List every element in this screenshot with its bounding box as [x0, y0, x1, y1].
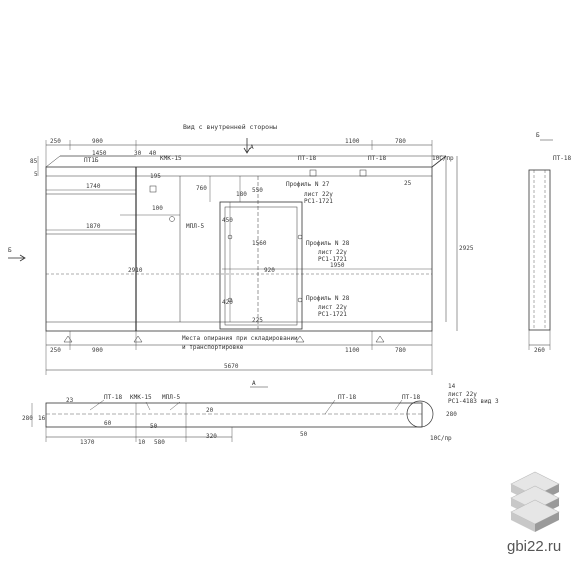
sec-dim-50: 50 [150, 423, 158, 430]
sec-label-list22: лист 22у [448, 391, 477, 398]
dim-550: 550 [252, 187, 263, 194]
label-pt18-a: ПТ-18 [298, 155, 316, 162]
label-kmk15: КМК-15 [160, 155, 182, 162]
dim-225: 225 [252, 317, 263, 324]
dim-2910: 2910 [128, 267, 143, 274]
sec-dim-580: 580 [154, 439, 165, 446]
sec-dim-1370: 1370 [80, 439, 95, 446]
brand-site: gbi22.ru [507, 538, 561, 555]
label-pt18-side: ПТ-18 [553, 155, 571, 162]
sec-label-rs4183: РС1-4183 вид 3 [448, 398, 499, 405]
support-note-2: и транспортировке [182, 344, 244, 351]
sec-dim-60: 60 [104, 420, 112, 427]
label-ug10: 10С/пр [432, 155, 454, 162]
label-pt18-b: ПТ-18 [368, 155, 386, 162]
sec-label-ug10: 10С/пр [430, 435, 452, 442]
label-list22c: лист 22у [318, 304, 347, 311]
brand-logo [510, 471, 560, 532]
section-detail-circle [406, 400, 434, 428]
sec-dim-280r: 280 [446, 411, 457, 418]
side-view-outline [528, 169, 551, 331]
dim-100: 100 [152, 205, 163, 212]
dim-top-1100: 1100 [345, 138, 360, 145]
dim-bottom-5670: 5670 [224, 363, 239, 370]
dim-760: 760 [196, 185, 207, 192]
dim-top-30: 30 [134, 150, 142, 157]
dim-920: 920 [264, 267, 275, 274]
dim-top-40: 40 [149, 150, 157, 157]
dim-180: 180 [236, 191, 247, 198]
dim-195: 195 [150, 173, 161, 180]
side-arrow-label: Б [8, 247, 12, 254]
dim-bottom-250: 250 [50, 347, 61, 354]
dim-450: 450 [222, 217, 233, 224]
sec-dim-16: 16 [38, 415, 46, 422]
view-arrow-label: А [250, 144, 254, 151]
section-outline [45, 402, 423, 428]
dim-1950: 1950 [330, 262, 345, 269]
label-profile28b: Профиль N 28 [306, 295, 350, 302]
section-label: А [252, 380, 256, 387]
label-list22b: лист 22у [318, 249, 347, 256]
label-pt1b-top: ПТ1Б [84, 157, 99, 164]
panel-outline [45, 166, 433, 332]
sec-dim-50b: 50 [300, 431, 308, 438]
dim-left-85: 85 [30, 158, 38, 165]
sec-dim-20: 20 [206, 407, 214, 414]
dim-bottom-900: 900 [92, 347, 103, 354]
sec-dim-14: 14 [448, 383, 456, 390]
dim-1740: 1740 [86, 183, 101, 190]
dim-bottom-1100: 1100 [345, 347, 360, 354]
label-rs1721: РС1-1721 [304, 198, 333, 205]
dim-side-260: 260 [534, 347, 545, 354]
dim-1560: 1560 [252, 240, 267, 247]
label-profile27: Профиль N 27 [286, 181, 330, 188]
dim-top-1450: 1450 [92, 150, 107, 157]
dim-top-250: 250 [50, 138, 61, 145]
dim-top-900: 900 [92, 138, 103, 145]
sec-dim-10: 10 [138, 439, 146, 446]
side-view-label: Б [536, 132, 540, 139]
sec-label-kmk15: КМК-15 [130, 394, 152, 401]
sec-label-pt18-2: ПТ-18 [338, 394, 356, 401]
sec-dim-280: 280 [22, 415, 33, 422]
drawing-annotations: Вид с внутренней стороны А Б Б Места опи… [8, 123, 571, 446]
sec-dim-320: 320 [206, 433, 217, 440]
dim-left-5: 5 [34, 171, 38, 178]
door-opening [219, 201, 303, 330]
sec-label-mpl5: МПЛ-5 [162, 394, 180, 401]
dim-420: 420 [222, 299, 233, 306]
label-mpl5: МПЛ-5 [186, 223, 204, 230]
label-list22: лист 22у [304, 191, 333, 198]
dim-right-25: 25 [404, 180, 412, 187]
label-profile28a: Профиль N 28 [306, 240, 350, 247]
drawing-lines [8, 138, 553, 442]
dim-bottom-780: 780 [395, 347, 406, 354]
sec-dim-23: 23 [66, 397, 74, 404]
view-title: Вид с внутренней стороны [183, 123, 277, 131]
sec-label-pt18-3: ПТ-18 [402, 394, 420, 401]
dim-right-2925: 2925 [459, 245, 474, 252]
sec-label-pt18-1: ПТ-18 [104, 394, 122, 401]
dim-top-780: 780 [395, 138, 406, 145]
support-note: Места опирания при складировании [182, 335, 298, 342]
dim-1870: 1870 [86, 223, 101, 230]
label-rs1721c: РС1-1721 [318, 311, 347, 318]
label-rs1721b: РС1-1721 [318, 256, 347, 263]
